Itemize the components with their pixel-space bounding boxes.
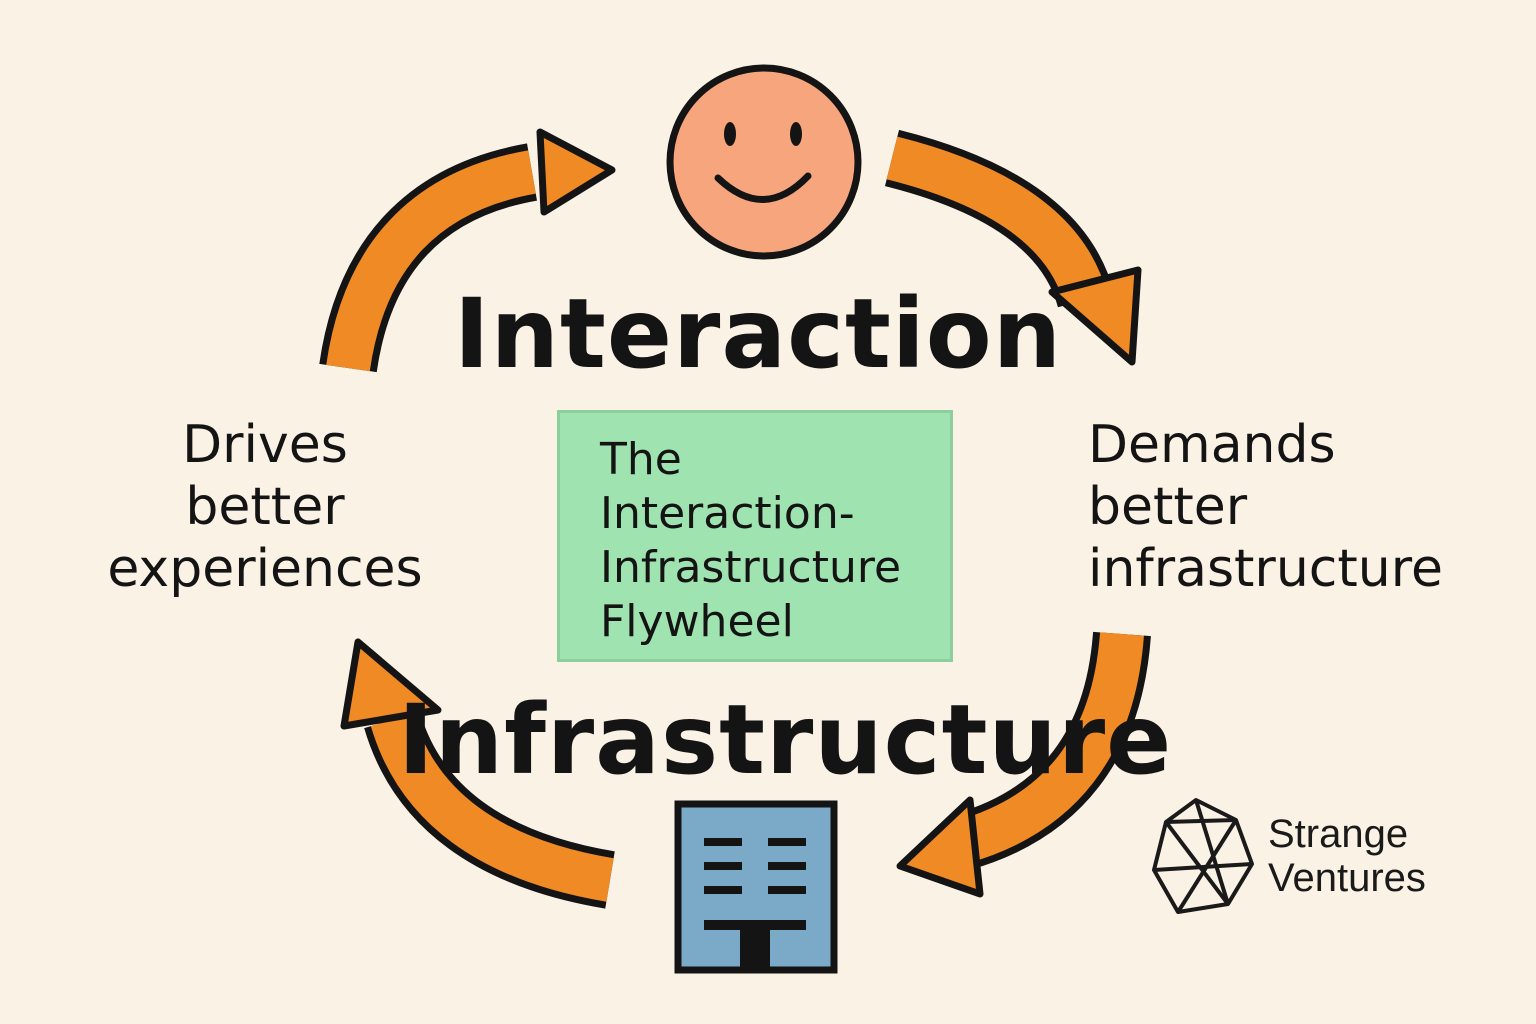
interaction-label: Interaction (453, 278, 1063, 390)
infrastructure-label: Infrastructure (398, 684, 1173, 796)
geometric-polyhedron-logo-icon (1152, 798, 1254, 914)
arrow-up-left (319, 128, 616, 373)
demands-better-infrastructure-label: Demands better infrastructure (1088, 415, 1443, 599)
flywheel-title: The Interaction- Infrastructure Flywheel (600, 434, 902, 647)
arrow-down-left (896, 631, 1151, 898)
drives-better-experiences-label: Drives better experiences (107, 415, 423, 599)
smiley-face-icon (666, 64, 862, 260)
flywheel-title-box: The Interaction- Infrastructure Flywheel (557, 410, 953, 662)
building-icon (674, 800, 838, 974)
brand-name: Strange Ventures (1268, 812, 1426, 900)
arrow-up-from-bottom (340, 638, 615, 909)
arrow-down-right (884, 129, 1142, 366)
